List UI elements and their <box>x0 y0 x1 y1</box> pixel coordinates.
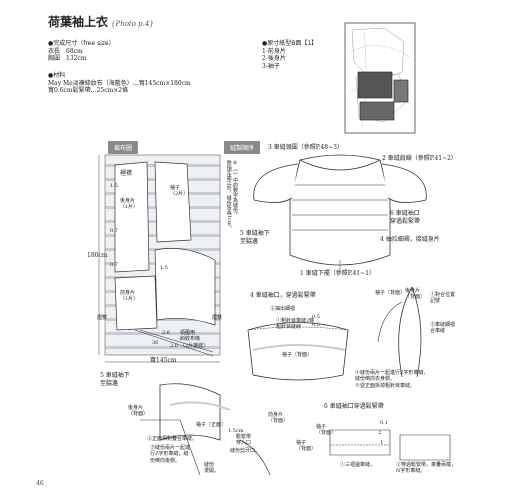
back-body-label: 後身片 （背面） <box>405 288 426 301</box>
sleeve-back-label: 袖子（背面） <box>282 352 313 358</box>
step-4-label: 4 抽拉細褶，接縫身片 <box>380 236 440 243</box>
elastic-opening-label: 鬆緊帶 穿入口 <box>236 434 252 447</box>
photo-reference: {Photo p.4} <box>111 20 154 28</box>
blouse-body-shape <box>289 154 391 266</box>
three-fold-note: ①三褶邊車縫。 <box>340 462 376 468</box>
pattern-sheet-thumbnail <box>344 22 416 134</box>
size-heading: ●完成尺寸（free size） <box>48 40 115 47</box>
sew-rs-together-note: ②正面相對疊合車縫。 <box>147 436 198 442</box>
basting-label: ①粗針目車縫2條 粗針目縫線 <box>276 318 315 331</box>
facing-label: 裡襟 <box>120 170 133 177</box>
layout-label: 裁布圖 <box>108 141 139 154</box>
binding-label: 領圍用 斜紋布條 （2片接縫） <box>180 330 209 349</box>
cutting-layout-diagram <box>98 154 221 363</box>
seam-value: 2.6 <box>162 330 170 336</box>
material-fabric: May Me淡褲條紋布（海藍色）…寬145cm×180cm <box>48 79 191 87</box>
step-2-label: 2 車縫肩線（參照P.41~2） <box>382 155 457 162</box>
step6-diagram <box>329 429 451 461</box>
sleeve-piece-2-shape <box>154 248 216 326</box>
photo-ref-text: Photo p.4 <box>115 20 150 28</box>
page-title: 荷葉袖上衣{Photo p.4} <box>48 13 154 30</box>
sleeve-piece-shape <box>154 161 192 243</box>
seam-value: 2.6 <box>170 343 178 349</box>
seam-05: 0.5 <box>312 322 320 328</box>
seam-05: 0.5 <box>312 314 320 320</box>
align-marks-note: ①對合位置 記號 <box>430 292 456 305</box>
step-6-label: 6 車縫袖口 穿過鬆緊帶 <box>390 210 421 225</box>
zigzag-note: ④縫份兩片一起進行Z字形車縫， 縫份倒向衣身側。 ※從正面拆掉粗針目車縫。 <box>355 370 429 389</box>
front-piece-label: 前身片 （1片） <box>120 290 139 303</box>
title-text: 荷葉袖上衣 <box>48 15 109 29</box>
finished-size-block: ●完成尺寸（free size） 衣長 68cm 胸圍 132cm <box>48 40 115 63</box>
seam-value: 1.5 <box>110 183 118 189</box>
front-piece-shape <box>114 275 158 331</box>
material-heading: ●材料 <box>48 72 66 79</box>
elastic-note: ②穿過鬆緊帶，車疊兩端， N字形車縫。 <box>396 462 457 475</box>
sleeve-back-label: 袖子 （背面） <box>296 440 317 453</box>
material-elastic: 寬0.6cm鬆緊帶…25cm×2條 <box>48 87 129 94</box>
step4-heading: 4 車縫袖口，穿過鬆緊帶 <box>250 292 316 299</box>
back-body-label: 後身片 （背面） <box>128 405 149 418</box>
dim-01: 0.1 <box>380 420 388 426</box>
pattern-item-back: 2-後身片 <box>262 55 286 62</box>
back-piece-label: 後身片 （1片） <box>120 198 139 211</box>
step5-diagram <box>140 383 271 476</box>
left-sleeve-shape <box>253 163 299 203</box>
fabric-height: 180cm <box>87 252 108 259</box>
dim-2: 2 <box>378 430 382 436</box>
step-1-label: 1 車縫下襬（參照P.41~1） <box>300 270 375 277</box>
step5-heading: 5 車縫袖下 至脇邊 <box>100 372 130 387</box>
seam-value: 0.7 <box>110 228 118 234</box>
step6-heading: 6 車縫袖口穿過鬆緊帶 <box>324 403 384 410</box>
sew-gathers-note: ③車縫細褶 合車縫 <box>430 322 456 335</box>
seam-value: 0.7 <box>110 262 118 268</box>
right-sleeve-shape <box>381 163 427 203</box>
seam-value: 36 <box>152 340 159 346</box>
sewing-order-diagram <box>253 154 427 270</box>
sleeve-back-label: 袖子 （背面） <box>316 424 337 437</box>
pattern-item-front: 1-前身片 <box>262 47 286 55</box>
size-chest: 胸圍 132cm <box>48 55 87 62</box>
pattern-heading: ●原寸紙型B面【1】 <box>262 40 318 47</box>
back-piece-shape <box>114 161 150 273</box>
press-open-note: 縫份 燙開。 <box>204 462 220 475</box>
fabric-width: 寬145cm <box>150 357 177 364</box>
bias-strip-line <box>134 329 214 357</box>
material-block: ●材料 May Me淡褲條紋布（海藍色）…寬145cm×180cm 寬0.6cm… <box>48 72 191 95</box>
dim-15: 1.5cm <box>228 428 244 434</box>
pattern-item-sleeve: 3-袖子 <box>262 62 280 70</box>
page-number: 46 <box>36 480 44 487</box>
step-5-label: 5 車縫袖下 至脇邊 <box>240 230 270 245</box>
fold-mark: 摺雙 <box>212 315 223 321</box>
sleeve-front-label: 袖子（正面） <box>196 422 227 428</box>
seam-value: 1.5 <box>160 265 168 271</box>
pattern-block: ●原寸紙型B面【1】 1-前身片 2-後身片 3-袖子 <box>262 40 317 70</box>
step-3-label: 3 車縫領圍（參照P.48~3） <box>268 144 343 151</box>
gather-label: ②抽出細褶 <box>270 306 296 312</box>
seam-allowance-note: ※（ ）中的數字為縫份。 除指定處之外，縫份皆為1cm。 <box>225 160 238 231</box>
dim-1: 1 <box>380 440 384 446</box>
step4-diagram <box>247 322 349 381</box>
zigzag-note: ③縫份兩片一起進行Z字形車縫，縫份倒向後側。 <box>150 445 191 464</box>
sleeve-back-2-label: 袖子（背面） <box>375 290 406 296</box>
sleeve-piece-label: 袖子 （2片） <box>170 185 189 198</box>
step4-detail-diagram <box>377 286 422 378</box>
front-body-label: 前身片 （背面） <box>268 412 289 425</box>
notch-note: 縫份剪牙口。 <box>230 448 261 454</box>
size-length: 衣長 68cm <box>48 47 83 55</box>
fold-mark: 摺雙 <box>97 315 108 321</box>
sewing-order-label: 縫製順序 <box>224 141 261 154</box>
